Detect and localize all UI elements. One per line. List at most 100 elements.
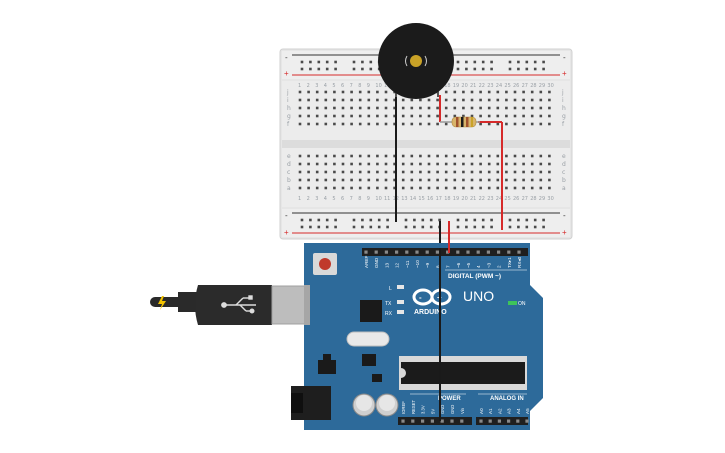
rail-hole xyxy=(309,218,312,222)
rail-hole xyxy=(352,225,356,229)
column-number: 2 xyxy=(307,83,310,89)
rail-hole xyxy=(473,60,477,64)
breadboard-hole xyxy=(307,178,310,182)
rail-hole xyxy=(361,225,364,229)
row-letter: e xyxy=(562,153,566,160)
analog-header xyxy=(476,417,528,425)
power-pin-label: IOREF xyxy=(401,401,406,414)
breadboard-hole xyxy=(496,114,500,118)
rail-hole xyxy=(533,67,537,71)
row-letter: g xyxy=(562,113,566,120)
bottom-header-pins xyxy=(401,419,529,423)
breadboard-hole xyxy=(410,122,414,126)
column-number: 18 xyxy=(444,196,450,202)
breadboard-hole xyxy=(470,162,474,166)
breadboard-hole xyxy=(384,98,388,102)
rail-hole xyxy=(325,67,329,71)
breadboard-hole xyxy=(470,90,474,94)
row-letter: c xyxy=(562,169,565,176)
row-letter: f xyxy=(562,121,565,128)
rail-hole xyxy=(456,60,460,64)
rail-hole xyxy=(377,218,381,222)
breadboard-hole xyxy=(367,154,371,158)
breadboard-hole xyxy=(298,186,302,190)
header-pin xyxy=(440,419,444,423)
rail-hole xyxy=(533,60,537,64)
row-letter: c xyxy=(287,169,290,176)
breadboard-hole xyxy=(479,154,482,158)
breadboard-hole xyxy=(298,98,302,102)
column-number: 30 xyxy=(547,83,553,89)
column-number: 11 xyxy=(384,83,390,89)
breadboard-hole xyxy=(419,122,422,126)
breadboard-hole xyxy=(315,98,319,102)
breadboard-hole xyxy=(505,90,508,94)
breadboard-hole xyxy=(530,162,534,166)
breadboard-hole xyxy=(496,178,500,182)
rail-hole xyxy=(361,67,364,71)
breadboard-hole xyxy=(548,186,551,190)
header-pin xyxy=(430,419,434,423)
column-number: 7 xyxy=(350,196,353,202)
breadboard-hole xyxy=(384,162,388,166)
breadboard-hole xyxy=(513,186,517,190)
breadboard-hole xyxy=(496,122,500,126)
breadboard-hole xyxy=(410,106,414,110)
column-number: 28 xyxy=(530,83,536,89)
power-jack-inner xyxy=(291,393,303,413)
power-label: POWER xyxy=(438,396,461,402)
breadboard-hole xyxy=(539,162,543,166)
breadboard-hole xyxy=(505,170,508,174)
breadboard-hole xyxy=(436,106,439,110)
breadboard-hole xyxy=(350,170,353,174)
rail-hole xyxy=(317,218,321,222)
breadboard-hole xyxy=(530,106,534,110)
header-pin xyxy=(497,250,501,254)
analog-pin-label: A3 xyxy=(507,408,512,414)
column-number: 18 xyxy=(444,83,450,89)
rail-hole xyxy=(309,225,312,229)
rail-hole xyxy=(517,60,520,64)
column-number: 5 xyxy=(332,196,335,202)
rail-hole xyxy=(404,218,408,222)
capacitor-1-top xyxy=(356,395,372,411)
breadboard-hole xyxy=(453,170,457,174)
bottom-rail-plus-label-left: + xyxy=(284,228,289,237)
breadboard-hole xyxy=(419,106,422,110)
breadboard-hole xyxy=(436,154,439,158)
rail-hole xyxy=(421,218,425,222)
breadboard-hole xyxy=(462,106,465,110)
breadboard-hole xyxy=(479,98,482,102)
top-rail-minus-label-right: - xyxy=(563,53,566,62)
row-letter: i xyxy=(287,97,289,104)
breadboard-hole xyxy=(350,154,353,158)
microcontroller-chip xyxy=(401,362,525,384)
digital-pin-label: ~5 xyxy=(466,262,471,268)
column-number: 10 xyxy=(375,83,381,89)
breadboard-hole xyxy=(505,114,508,118)
breadboard-hole xyxy=(376,178,379,182)
rail-hole xyxy=(456,218,460,222)
breadboard-hole xyxy=(513,154,517,158)
led-label-rx: RX xyxy=(385,311,393,317)
breadboard-hole xyxy=(496,186,500,190)
rail-hole xyxy=(361,218,364,222)
rail-hole xyxy=(490,218,493,222)
transistor xyxy=(372,374,382,382)
breadboard-hole xyxy=(419,114,422,118)
column-number: 21 xyxy=(470,196,476,202)
status-leds: L TX RX ON xyxy=(385,285,526,317)
row-letter: j xyxy=(286,89,289,96)
rail-hole xyxy=(300,218,304,222)
breadboard-hole xyxy=(410,170,414,174)
breadboard-hole xyxy=(530,170,534,174)
digital-pin-label: 7 xyxy=(446,265,451,268)
breadboard-hole xyxy=(315,186,319,190)
rail-hole xyxy=(369,60,373,64)
digital-pin-label: ~6 xyxy=(456,262,461,268)
reset-button[interactable] xyxy=(319,258,331,270)
row-letter: d xyxy=(562,161,566,168)
bottom-rail-minus-label-right: - xyxy=(563,211,566,220)
